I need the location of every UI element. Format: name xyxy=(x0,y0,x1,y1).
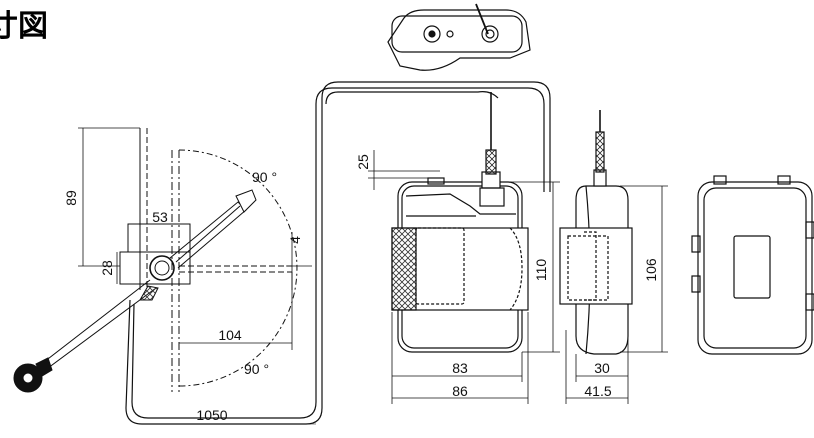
dim-86: 86 xyxy=(452,383,468,399)
dim-41-5: 41.5 xyxy=(584,383,611,399)
cord xyxy=(125,81,551,425)
top-plan-view xyxy=(387,3,531,71)
dim-106: 106 xyxy=(643,258,659,282)
side-view xyxy=(559,110,668,404)
dim-28: 28 xyxy=(99,260,115,276)
dim-25: 25 xyxy=(355,154,371,170)
dim-90-top: 90 ° xyxy=(252,169,277,185)
dim-30: 30 xyxy=(594,360,610,376)
dim-89: 89 xyxy=(63,190,79,206)
back-view xyxy=(691,175,814,355)
dim-4: 4 xyxy=(287,236,303,244)
dim-104: 104 xyxy=(218,327,242,343)
page-title: 寸図 xyxy=(0,9,48,44)
dim-1050: 1050 xyxy=(196,407,227,423)
arm-rotation-view xyxy=(13,127,312,393)
dim-83: 83 xyxy=(452,360,468,376)
dim-110: 110 xyxy=(533,259,549,282)
front-view xyxy=(368,92,560,404)
dim-53: 53 xyxy=(152,209,168,225)
dim-90-bottom: 90 ° xyxy=(244,361,269,377)
